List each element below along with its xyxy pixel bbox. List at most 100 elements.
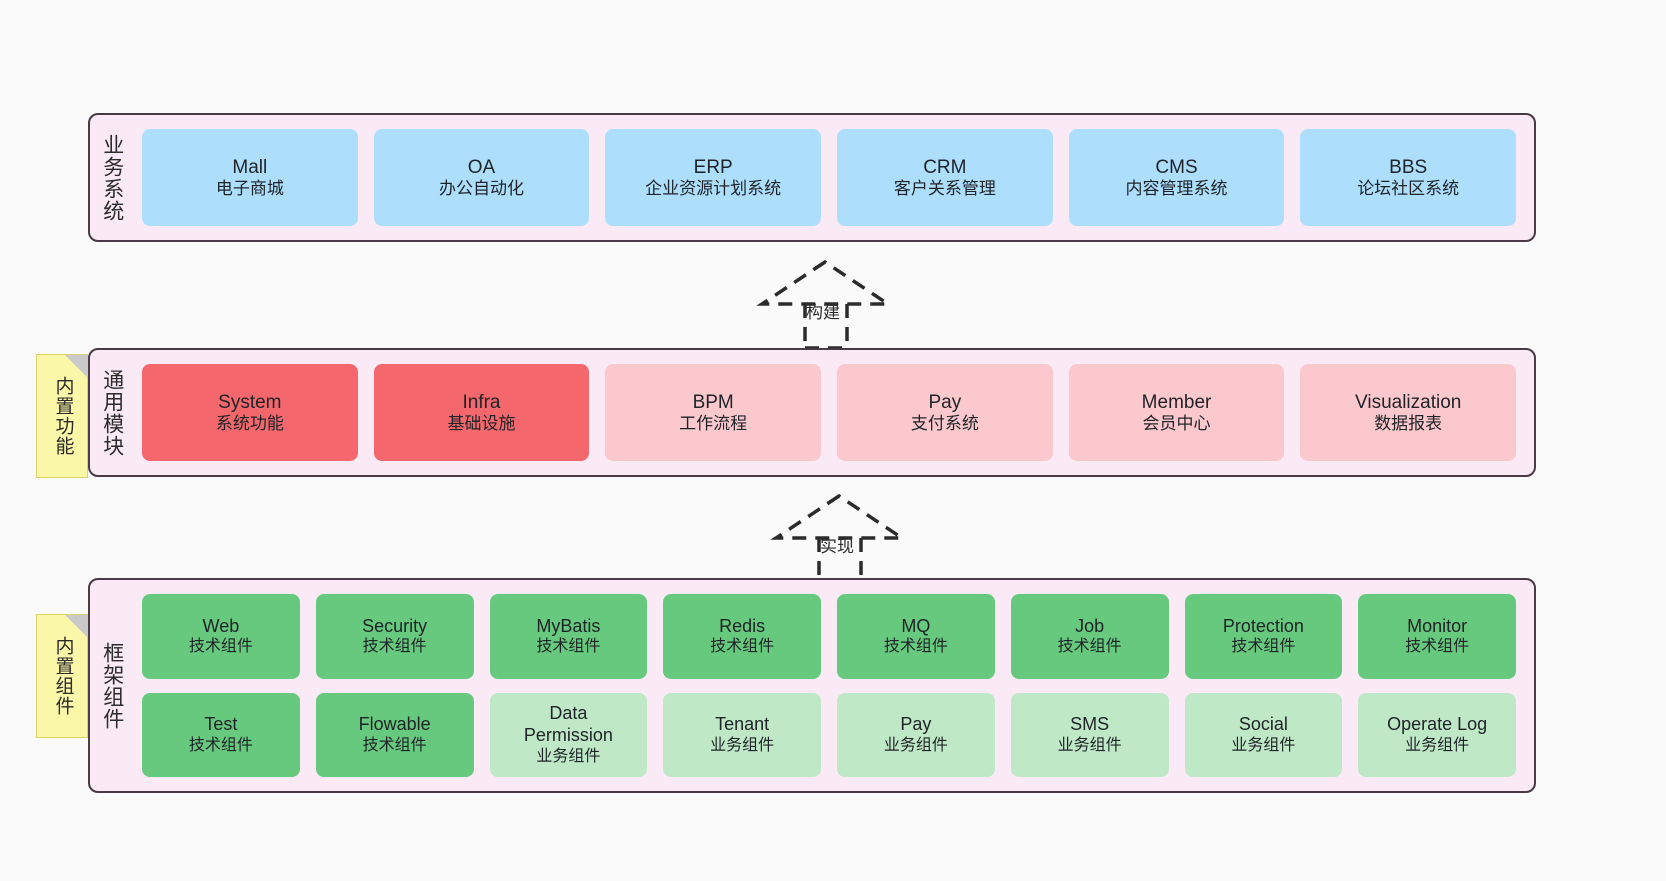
node-flowable-sub: 技术组件 bbox=[362, 736, 427, 754]
layer-framework-component-label: 框架组件 bbox=[100, 641, 124, 730]
node-mq-sub: 技术组件 bbox=[883, 638, 948, 656]
node-mall[interactable]: Mall 电子商城 bbox=[142, 129, 358, 226]
node-data-permission[interactable]: Data Permission 业务组件 bbox=[489, 692, 648, 777]
node-visualization[interactable]: Visualization 数据报表 bbox=[1300, 364, 1517, 461]
node-test-name: Test bbox=[204, 714, 238, 735]
node-member-sub: 会员中心 bbox=[1142, 413, 1211, 433]
node-member[interactable]: Member 会员中心 bbox=[1068, 364, 1285, 461]
layer-business-system-nodes: Mall 电子商城 OA 办公自动化 ERP 企业资源计划系统 CRM 客户关系… bbox=[134, 115, 1534, 240]
node-test-sub: 技术组件 bbox=[188, 736, 253, 754]
node-bbs-name: BBS bbox=[1389, 156, 1428, 178]
node-monitor-sub: 技术组件 bbox=[1405, 638, 1470, 656]
node-system-sub: 系统功能 bbox=[215, 413, 284, 433]
node-erp-sub: 企业资源计划系统 bbox=[645, 178, 782, 198]
node-crm-sub: 客户关系管理 bbox=[893, 178, 996, 198]
note-builtin-component-label: 内置组件 bbox=[52, 636, 74, 716]
node-flowable-name: Flowable bbox=[358, 714, 431, 735]
node-security[interactable]: Security 技术组件 bbox=[315, 594, 474, 679]
node-infra-sub: 基础设施 bbox=[447, 413, 516, 433]
note-fold-corner-icon bbox=[65, 615, 87, 637]
node-oa-name: OA bbox=[467, 156, 496, 178]
node-bpm-sub: 工作流程 bbox=[679, 413, 748, 433]
node-job[interactable]: Job 技术组件 bbox=[1010, 594, 1169, 679]
node-pay-component-name: Pay bbox=[900, 714, 932, 735]
node-test[interactable]: Test 技术组件 bbox=[142, 692, 300, 777]
node-pay-module-sub: 支付系统 bbox=[910, 413, 979, 433]
node-protection[interactable]: Protection 技术组件 bbox=[1184, 594, 1343, 679]
node-mall-name: Mall bbox=[232, 156, 268, 178]
node-cms-name: CMS bbox=[1155, 156, 1198, 178]
note-fold-corner-icon bbox=[65, 355, 87, 377]
node-oa-sub: 办公自动化 bbox=[439, 178, 524, 198]
node-security-sub: 技术组件 bbox=[362, 638, 427, 656]
node-web-name: Web bbox=[202, 615, 240, 636]
framework-row-technical: Web 技术组件 Security 技术组件 MyBatis 技术组件 Redi… bbox=[142, 594, 1516, 679]
node-pay-component[interactable]: Pay 业务组件 bbox=[837, 692, 995, 777]
node-mq-name: MQ bbox=[901, 615, 931, 636]
node-visualization-sub: 数据报表 bbox=[1374, 413, 1443, 433]
node-operate-log[interactable]: Operate Log 业务组件 bbox=[1358, 692, 1516, 777]
node-mall-sub: 电子商城 bbox=[215, 178, 284, 198]
node-redis-sub: 技术组件 bbox=[710, 638, 775, 656]
node-sms[interactable]: SMS 业务组件 bbox=[1010, 692, 1169, 777]
node-oa[interactable]: OA 办公自动化 bbox=[373, 129, 590, 226]
node-bbs[interactable]: BBS 论坛社区系统 bbox=[1300, 129, 1517, 226]
note-builtin-component: 内置组件 bbox=[36, 614, 88, 738]
node-flowable[interactable]: Flowable 技术组件 bbox=[315, 692, 474, 777]
connector-implement: 实现 bbox=[770, 492, 912, 584]
node-tenant[interactable]: Tenant 业务组件 bbox=[663, 692, 821, 777]
node-operate-log-name: Operate Log bbox=[1387, 714, 1488, 735]
node-erp-name: ERP bbox=[693, 156, 733, 178]
connector-build-label: 构建 bbox=[806, 303, 840, 322]
layer-business-system: 业务系统 Mall 电子商城 OA 办公自动化 ERP 企业资源计划系统 CRM… bbox=[88, 113, 1536, 242]
node-social-sub: 业务组件 bbox=[1231, 736, 1296, 754]
node-cms[interactable]: CMS 内容管理系统 bbox=[1068, 129, 1285, 226]
node-bpm-name: BPM bbox=[692, 391, 734, 413]
node-erp[interactable]: ERP 企业资源计划系统 bbox=[605, 129, 822, 226]
note-builtin-function: 内置功能 bbox=[36, 354, 88, 478]
layer-common-module-nodes: System 系统功能 Infra 基础设施 BPM 工作流程 Pay 支付系统… bbox=[134, 350, 1534, 475]
node-pay-module-name: Pay bbox=[928, 391, 962, 413]
node-infra[interactable]: Infra 基础设施 bbox=[373, 364, 590, 461]
node-infra-name: Infra bbox=[462, 391, 501, 413]
layer-common-module: 通用模块 System 系统功能 Infra 基础设施 BPM 工作流程 Pay… bbox=[88, 348, 1536, 477]
node-crm-name: CRM bbox=[923, 156, 967, 178]
node-protection-name: Protection bbox=[1222, 615, 1304, 636]
connector-implement-arrow bbox=[770, 493, 908, 584]
node-pay-component-sub: 业务组件 bbox=[883, 736, 948, 754]
node-crm[interactable]: CRM 客户关系管理 bbox=[837, 129, 1053, 226]
node-redis[interactable]: Redis 技术组件 bbox=[663, 594, 821, 679]
connector-build: 构建 bbox=[756, 258, 898, 350]
node-mq[interactable]: MQ 技术组件 bbox=[837, 594, 995, 679]
node-sms-name: SMS bbox=[1070, 714, 1110, 735]
node-data-permission-name: Data Permission bbox=[523, 703, 613, 745]
node-social-name: Social bbox=[1238, 714, 1288, 735]
layer-framework-component-nodes: Web 技术组件 Security 技术组件 MyBatis 技术组件 Redi… bbox=[134, 580, 1534, 791]
node-protection-sub: 技术组件 bbox=[1231, 638, 1296, 656]
node-mybatis-sub: 技术组件 bbox=[536, 638, 601, 656]
node-mybatis-name: MyBatis bbox=[536, 615, 601, 636]
node-tenant-name: Tenant bbox=[715, 714, 770, 735]
node-monitor[interactable]: Monitor 技术组件 bbox=[1358, 594, 1516, 679]
node-web-sub: 技术组件 bbox=[188, 638, 253, 656]
node-bbs-sub: 论坛社区系统 bbox=[1357, 178, 1460, 198]
node-mybatis[interactable]: MyBatis 技术组件 bbox=[489, 594, 648, 679]
node-operate-log-sub: 业务组件 bbox=[1405, 736, 1470, 754]
node-sms-sub: 业务组件 bbox=[1057, 736, 1122, 754]
node-bpm[interactable]: BPM 工作流程 bbox=[605, 364, 822, 461]
node-job-sub: 技术组件 bbox=[1057, 638, 1122, 656]
node-data-permission-sub: 业务组件 bbox=[536, 747, 601, 765]
layer-business-system-label: 业务系统 bbox=[100, 133, 124, 222]
node-member-name: Member bbox=[1141, 391, 1212, 413]
layer-framework-component: 框架组件 Web 技术组件 Security 技术组件 MyBatis 技术组件… bbox=[88, 578, 1536, 793]
node-visualization-name: Visualization bbox=[1355, 391, 1462, 413]
node-security-name: Security bbox=[362, 615, 428, 636]
node-monitor-name: Monitor bbox=[1407, 615, 1468, 636]
node-system[interactable]: System 系统功能 bbox=[142, 364, 358, 461]
framework-row-business: Test 技术组件 Flowable 技术组件 Data Permission … bbox=[142, 692, 1516, 777]
node-web[interactable]: Web 技术组件 bbox=[142, 594, 300, 679]
node-system-name: System bbox=[218, 391, 282, 413]
node-social[interactable]: Social 业务组件 bbox=[1184, 692, 1343, 777]
node-pay-module[interactable]: Pay 支付系统 bbox=[837, 364, 1053, 461]
